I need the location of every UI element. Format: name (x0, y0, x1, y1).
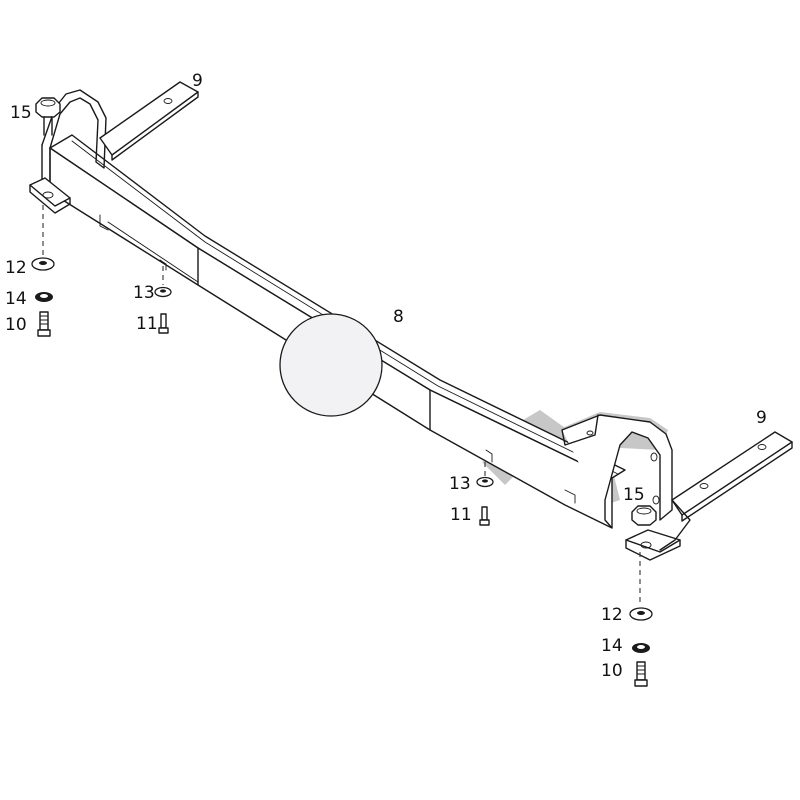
left-screw-stack (154, 286, 172, 334)
washer-right (629, 607, 653, 621)
callout-bracket-top: 9 (192, 71, 203, 91)
callout-bolt-left: 10 (5, 315, 27, 335)
washer-left (31, 257, 55, 271)
callout-bracket-right: 9 (756, 408, 767, 428)
callout-labels: 9 15 12 14 10 13 11 8 9 13 11 15 12 14 1… (5, 71, 767, 681)
washer-small-right (476, 476, 494, 488)
callout-screw-right: 11 (450, 505, 472, 525)
washer-small-left (154, 286, 172, 298)
callout-beam: 8 (393, 307, 404, 327)
left-hardware-stack (31, 257, 55, 337)
callout-bolt-right: 10 (601, 661, 623, 681)
lock-washer-right (632, 643, 650, 653)
callout-washer-right: 12 (601, 605, 623, 625)
callout-nut-left: 15 (10, 103, 32, 123)
screw-right (479, 506, 490, 526)
callout-washer-small-right: 13 (449, 474, 471, 494)
right-screw-stack (476, 476, 494, 526)
tow-ball (279, 313, 383, 417)
nut-left (35, 97, 61, 136)
bolt-left (37, 311, 51, 337)
left-bracket (29, 89, 107, 214)
callout-screw-left: 11 (136, 314, 158, 334)
screw-left (158, 313, 169, 334)
strap-bracket-top (99, 81, 199, 161)
assembly-lines (42, 205, 641, 605)
nut-right (631, 505, 657, 526)
callout-washer-small-left: 13 (133, 283, 155, 303)
callout-nut-right: 15 (623, 485, 645, 505)
right-hardware-stack (629, 607, 653, 687)
callout-lockwasher-left: 14 (5, 289, 27, 309)
callout-washer-left: 12 (5, 258, 27, 278)
lock-washer-left (35, 292, 53, 302)
bolt-right (634, 661, 648, 687)
callout-lockwasher-right: 14 (601, 636, 623, 656)
strap-bracket-right (659, 431, 793, 551)
